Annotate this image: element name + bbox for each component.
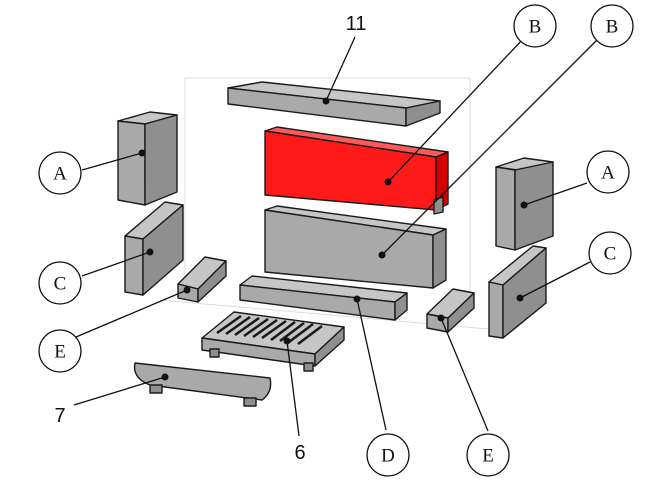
part-e-right[interactable]: [426, 288, 475, 333]
part-b-lower[interactable]: [264, 205, 447, 289]
label-a-right: A: [601, 163, 615, 184]
label-c-right: C: [604, 244, 617, 265]
label-6: 6: [294, 442, 305, 464]
grate-slots: [216, 314, 323, 346]
part-e-left[interactable]: [177, 256, 227, 303]
label-11: 11: [346, 13, 367, 35]
part-b-upper-highlighted[interactable]: [264, 126, 449, 215]
label-d: D: [381, 446, 395, 467]
part-a-right[interactable]: [495, 157, 554, 251]
part-7-front-plate[interactable]: [133, 362, 272, 407]
label-e-right: E: [482, 446, 494, 467]
part-c-left[interactable]: [124, 201, 184, 296]
label-7: 7: [54, 405, 65, 427]
part-6-grate[interactable]: [201, 311, 345, 372]
label-b-lower: B: [606, 17, 619, 38]
part-11-top-plate[interactable]: [227, 81, 441, 127]
label-c-left: C: [54, 274, 67, 295]
label-e-left: E: [54, 342, 66, 363]
callout-circles: [38, 4, 634, 477]
part-c-right[interactable]: [488, 245, 547, 339]
anchor-dots: [138, 97, 528, 381]
leader-lines: [73, 36, 598, 437]
part-d-front-bar[interactable]: [239, 275, 408, 321]
label-a-left: A: [53, 164, 67, 185]
part-a-left[interactable]: [117, 111, 178, 206]
firebox-guide-lines: [159, 77, 501, 331]
label-b-upper: B: [529, 17, 542, 38]
